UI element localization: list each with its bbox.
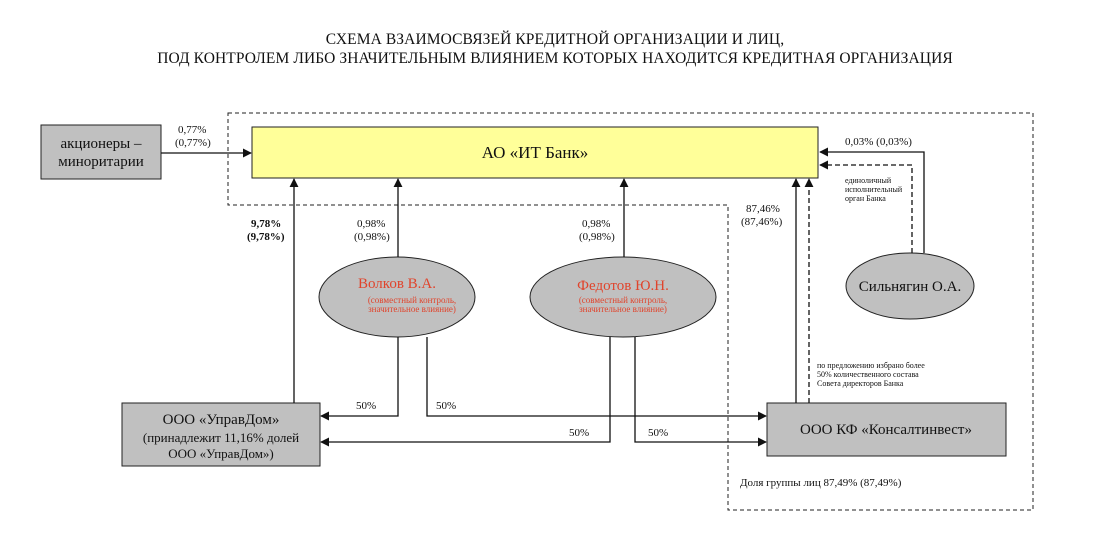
minority-shareholders-line-2: миноритарии <box>58 154 144 170</box>
fedotov-konsaltinvest-share: 50% <box>648 427 668 439</box>
volkov-share-label: 0,98% <box>357 218 385 230</box>
fedotov-note-line-1: (совместный контроль, <box>579 295 667 305</box>
minority-share-label-paren: (0,77%) <box>175 137 211 149</box>
upravdom-share-label: 9,78% <box>251 218 281 230</box>
volkov-name: Волков В.А. <box>358 276 436 292</box>
volkov-upravdom-share: 50% <box>356 400 376 412</box>
silnyagin-share-label: 0,03% (0,03%) <box>845 136 912 148</box>
silnyagin-name: Сильнягин О.А. <box>859 279 961 295</box>
diagram-title-line-1: СХЕМА ВЗАИМОСВЯЗЕЙ КРЕДИТНОЙ ОРГАНИЗАЦИИ… <box>325 31 785 48</box>
volkov-ellipse <box>318 256 476 338</box>
volkov-to-konsaltinvest-arrow <box>426 337 767 421</box>
konsaltinvest-label: ООО КФ «Консалтинвест» <box>800 422 972 438</box>
konsaltinvest-share-label: 87,46% <box>746 203 780 215</box>
fedotov-to-konsaltinvest-arrow <box>634 337 767 447</box>
volkov-note-line-2: значительное влияние) <box>368 304 456 314</box>
silnyagin-ceo-dashed-arrow <box>819 160 913 253</box>
group-boundary <box>227 112 1034 511</box>
diagram-title-line-2: ПОД КОНТРОЛЕМ ЛИБО ЗНАЧИТЕЛЬНЫМ ВЛИЯНИЕМ… <box>157 50 953 67</box>
konsaltinvest-box <box>766 402 1007 457</box>
minority-shareholders-box <box>40 124 162 180</box>
silnyagin-role-line-3: орган Банка <box>845 194 886 203</box>
group-share-label: Доля группы лиц 87,49% (87,49%) <box>740 477 902 489</box>
volkov-to-upravdom-arrow <box>320 337 399 421</box>
volkov-share-label-paren: (0,98%) <box>354 231 390 243</box>
fedotov-upravdom-share: 50% <box>569 427 589 439</box>
board-note-line-3: Совета директоров Банка <box>817 379 904 388</box>
volkov-note-line-1: (совместный контроль, <box>368 295 456 305</box>
upravdom-name: ООО «УправДом» <box>163 412 280 428</box>
upravdom-note-line-2: ООО «УправДом») <box>168 446 274 461</box>
silnyagin-ellipse <box>845 252 975 320</box>
bank-box <box>251 126 819 179</box>
upravdom-share-label-paren: (9,78%) <box>247 231 285 243</box>
volkov-konsaltinvest-share: 50% <box>436 400 456 412</box>
fedotov-note-line-2: значительное влияние) <box>579 304 667 314</box>
minority-shareholders-line-1: акционеры – <box>60 136 142 152</box>
fedotov-ellipse <box>529 256 717 338</box>
silnyagin-role-line-1: единоличный <box>845 176 892 185</box>
fedotov-share-label: 0,98% <box>582 218 610 230</box>
fedotov-share-label-paren: (0,98%) <box>579 231 615 243</box>
upravdom-note-line-1: (принадлежит 11,16% долей <box>143 430 299 445</box>
upravdom-box <box>121 402 321 467</box>
silnyagin-share-arrow <box>819 147 925 253</box>
bank-label: АО «ИТ Банк» <box>482 143 589 162</box>
fedotov-to-upravdom-arrow <box>320 337 611 447</box>
konsaltinvest-share-label-paren: (87,46%) <box>741 216 783 228</box>
board-note-line-1: по предложению избрано более <box>817 361 925 370</box>
silnyagin-role-line-2: исполнительный <box>845 185 903 194</box>
fedotov-name: Федотов Ю.Н. <box>577 278 669 294</box>
minority-share-label: 0,77% <box>178 124 206 136</box>
board-note-line-2: 50% количественного состава <box>817 370 919 379</box>
